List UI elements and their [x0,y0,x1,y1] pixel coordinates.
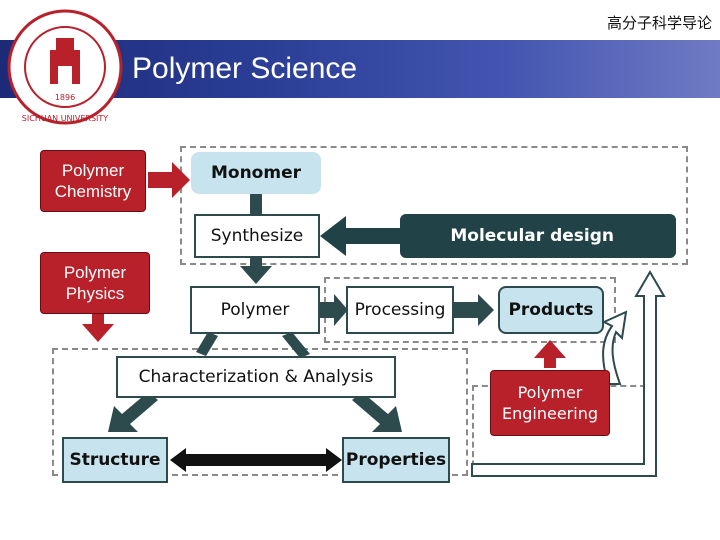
properties-box: Properties [342,437,450,483]
polymer-physics-box: Polymer Physics [40,252,150,314]
arrow-engineering-products [534,340,566,368]
arrow-chemistry-monomer [148,162,190,198]
arrow-characterization-properties [352,392,402,432]
polymer-chemistry-box: Polymer Chemistry [40,150,146,212]
logo-year: 1896 [55,93,75,102]
synthesize-box: Synthesize [194,214,320,258]
arrow-polymer-characterization-right [282,332,310,358]
university-logo: 1896 SICHUAN UNIVERSITY [7,9,123,125]
arrow-polymer-processing [320,294,348,326]
arrow-design-synthesize [320,216,402,256]
arrow-engineering-curve [601,310,628,385]
arrow-processing-products [454,294,494,326]
polymer-engineering-box: Polymer Engineering [490,370,610,436]
slide-title: Polymer Science [132,52,358,85]
characterization-box: Characterization & Analysis [116,356,396,398]
arrow-characterization-structure [108,392,158,432]
course-title: 高分子科学导论 [606,14,712,32]
logo-name: SICHUAN UNIVERSITY [22,114,109,123]
arrow-engineering-loop [471,270,666,477]
connector-monomer-synthesize [250,194,262,214]
synthesis-region [180,146,688,265]
arrow-structure-properties [170,448,342,472]
products-box: Products [498,286,604,334]
arrow-synthesize-polymer [240,256,272,284]
arrow-polymer-characterization-left [196,332,218,356]
arrow-physics-down [82,314,114,342]
molecular-design-box: Molecular design [400,214,676,258]
polymer-box: Polymer [190,286,320,334]
monomer-box: Monomer [191,152,321,194]
analysis-region [52,348,468,476]
structure-box: Structure [62,437,168,483]
processing-box: Processing [346,286,454,334]
